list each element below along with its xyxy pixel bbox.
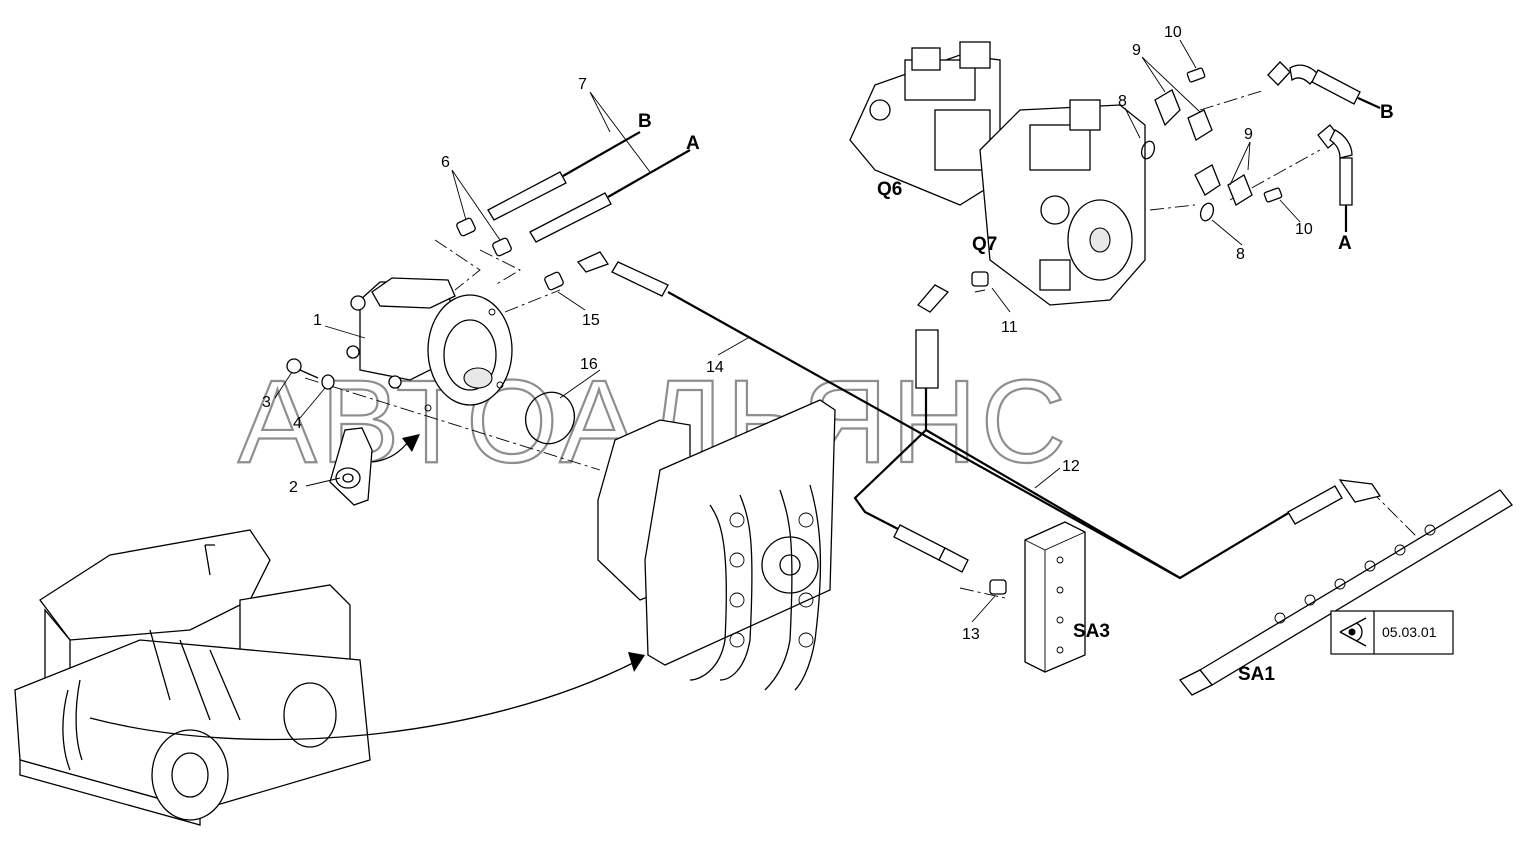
callout-2: 2 <box>289 479 298 496</box>
fitting-11 <box>971 271 989 287</box>
label-q6: Q6 <box>877 179 902 200</box>
callout-9-top: 9 <box>1132 42 1141 59</box>
arrow-head-small <box>402 434 420 452</box>
eye-icon <box>1339 617 1367 647</box>
pump-q6 <box>849 41 1001 206</box>
callout-8-top: 8 <box>1118 93 1127 110</box>
pump-q7 <box>979 99 1146 306</box>
hoses-right <box>1267 61 1381 232</box>
asphalt-paver <box>14 529 371 826</box>
label-sa3: SA3 <box>1073 621 1110 642</box>
callout-6: 6 <box>441 154 450 171</box>
callout-1: 1 <box>313 312 322 329</box>
o-ring-16 <box>524 391 576 445</box>
arrow-head-large <box>628 652 645 672</box>
callout-15: 15 <box>582 312 600 329</box>
mounting-bracket <box>329 427 373 506</box>
callout-16: 16 <box>580 356 598 373</box>
fittings-6 <box>456 217 564 291</box>
reference-box[interactable]: 05.03.01 <box>1330 610 1454 655</box>
valve-block-sa3 <box>1024 521 1086 673</box>
hydraulic-motor <box>346 277 513 412</box>
fitting-13 <box>989 579 1007 595</box>
callout-10-bottom: 10 <box>1295 221 1313 238</box>
callout-8-bottom: 8 <box>1236 246 1245 263</box>
callout-14: 14 <box>706 359 724 376</box>
callout-9-bottom: 9 <box>1244 126 1253 143</box>
label-a-right: A <box>1338 233 1352 254</box>
component-labels: B A B A Q6 Q7 SA3 SA1 <box>638 102 1394 685</box>
label-q7: Q7 <box>972 234 997 255</box>
label-a-left: A <box>686 133 700 154</box>
hoses-7 <box>487 131 691 243</box>
callout-3: 3 <box>262 394 271 411</box>
callout-numbers: 1 2 3 4 6 7 8 8 9 9 10 10 11 12 13 14 15… <box>262 24 1313 643</box>
chain-drive <box>597 399 836 691</box>
label-sa1: SA1 <box>1238 664 1275 685</box>
reference-code: 05.03.01 <box>1382 624 1437 640</box>
center-lines <box>304 89 1421 599</box>
bolt-and-washer <box>286 358 335 390</box>
leader-lines <box>274 39 1301 623</box>
label-b-left: B <box>638 111 652 132</box>
callout-10-top: 10 <box>1164 24 1182 41</box>
assembly-arrow-large <box>89 661 636 741</box>
callout-12: 12 <box>1062 458 1080 475</box>
callout-13: 13 <box>962 626 980 643</box>
hose-12 <box>853 284 1181 579</box>
callout-4: 4 <box>293 415 302 432</box>
callout-7: 7 <box>578 76 587 93</box>
manifold-sa1 <box>1178 489 1513 696</box>
callout-11: 11 <box>1001 319 1018 336</box>
label-b-right: B <box>1380 102 1394 123</box>
flange-parts <box>1140 67 1283 222</box>
